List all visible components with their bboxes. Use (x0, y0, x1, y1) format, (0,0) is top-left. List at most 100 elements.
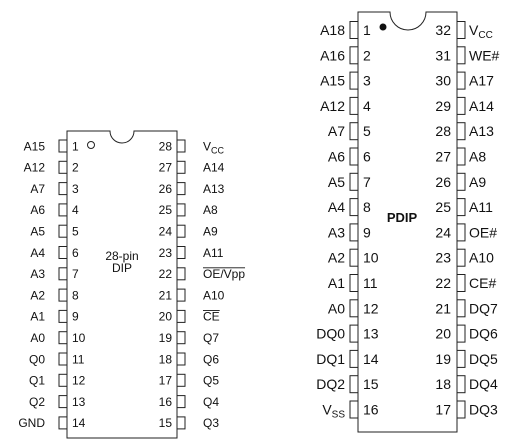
chip-32-pin-24-pad (456, 223, 466, 242)
chip-32-pin-18-pad (456, 375, 466, 394)
chip-28-pin-18-number: 18 (159, 352, 173, 366)
chip-32-pin-25-number: 25 (435, 199, 451, 215)
chip-32-pin-31-number: 31 (435, 47, 451, 63)
chip-32-pin-5-pad (349, 122, 359, 141)
chip-32-pin-14-number: 14 (363, 351, 379, 367)
chip-32-pin-19-number: 19 (435, 351, 451, 367)
chip-28-pin-28-label-vcc: VCC (203, 139, 225, 155)
chip-28-pin-5-number: 5 (72, 225, 79, 239)
chip-32-pin-28-number: 28 (435, 123, 451, 139)
chip-28-pin-10-number: 10 (72, 331, 86, 345)
chip-28-pin-21-label-a10: A10 (203, 288, 225, 302)
chip-32-pin-15-pad (349, 375, 359, 394)
chip-32-pin-10-pad (349, 248, 359, 267)
chip-32-pin-27-number: 27 (435, 149, 451, 165)
chip-32-pin-27-label-a8: A8 (469, 149, 486, 165)
chip-32-pin-20-pad (456, 324, 466, 343)
chip-28-pin-22-pad (176, 267, 186, 281)
chip-28-pin-2-label-a12: A12 (24, 161, 46, 175)
chip-32-pin-20-number: 20 (435, 326, 451, 342)
chip-28-pin-21-pad (176, 288, 186, 302)
chip-28-pin-24-pad (176, 224, 186, 238)
chip-32-pin-31-pad (456, 46, 466, 65)
chip-32-pin-17-number: 17 (435, 402, 451, 418)
chip-32-pin-9-pad (349, 223, 359, 242)
chip-32-pin-5-label-a7: A7 (328, 123, 345, 139)
chip-32-pin-32-pad (456, 21, 466, 39)
chip-28-body (66, 130, 178, 439)
chip-32-pin-7-number: 7 (363, 174, 371, 190)
chip-28-pin-15-number: 15 (159, 416, 173, 430)
chip-32-pin-22-number: 22 (435, 275, 451, 291)
chip-32-label: PDIP (387, 210, 418, 225)
chip-32-pin-1-pad (349, 21, 359, 39)
chip-32-pin-13-pad (349, 324, 359, 343)
chip-32-pin-16-pad (349, 400, 359, 419)
chip-28-pin-dip: 28-pin DIP 1A152A123A74A65A56A47A38A29A1… (18, 130, 246, 439)
chip-32-pin-14-label-dq1: DQ1 (316, 351, 345, 367)
chip-28-pin-7-pad (58, 267, 68, 281)
chip-28-pin-22-number: 22 (159, 267, 173, 281)
chip-28-pin-3-label-a7: A7 (30, 182, 45, 196)
chip-32-pin-3-number: 3 (363, 73, 371, 89)
chip-28-pin-27-number: 27 (159, 161, 173, 175)
chip-28-pin-23-pad (176, 246, 186, 259)
chip-32-pin-25-label-a11: A11 (469, 199, 493, 215)
chip-32-pin-24-number: 24 (435, 224, 451, 240)
chip-32-body (357, 11, 458, 433)
chip-32-pin-4-label-a12: A12 (320, 98, 345, 114)
chip-28-pin-23-number: 23 (159, 246, 173, 260)
chip-28-pin-8-pad (58, 288, 68, 302)
chip-32-pin-26-number: 26 (435, 174, 451, 190)
chip-28-pin-1-pad (58, 139, 68, 153)
chip-32-pin-6-label-a6: A6 (328, 149, 345, 165)
chip-32-pin-29-label-a14: A14 (469, 98, 494, 114)
chip-32-pin-5-number: 5 (363, 123, 371, 139)
chip-32-pin-2-number: 2 (363, 47, 371, 63)
chip-28-pin-16-number: 16 (159, 395, 173, 409)
chip-32-pin-13-label-dq0: DQ0 (316, 326, 345, 342)
chip-32-left-pins: 1A182A163A154A125A76A67A58A49A310A211A11… (316, 21, 379, 421)
chip-28-pin-4-number: 4 (72, 203, 79, 217)
chip-32-pin-21-label-dq7: DQ7 (469, 300, 498, 316)
chip-32-pin-19-label-dq5: DQ5 (469, 351, 498, 367)
chip-32-pin-16-number: 16 (363, 402, 379, 418)
chip-32-pin-12-pad (349, 299, 359, 318)
chip-28-pin-6-pad (58, 246, 68, 259)
chip-28-pin-24-label-a9: A9 (203, 225, 218, 239)
chip-28-pin-5-label-a5: A5 (30, 225, 45, 239)
chip-28-pin-19-pad (176, 331, 186, 345)
chip-28-pin-27-pad (176, 160, 186, 174)
chip-28-pin-14-number: 14 (72, 416, 86, 430)
chip-32-pin-2-label-a16: A16 (320, 47, 345, 63)
chip-28-pin-27-label-a14: A14 (203, 161, 225, 175)
chip-28-pin-4-pad (58, 203, 68, 217)
chip-32-pin-32-label-vcc: VCC (469, 22, 493, 41)
chip-32-pin-32-number: 32 (435, 22, 451, 38)
chip-28-pin-20-number: 20 (159, 310, 173, 324)
chip-28-pin-1-number: 1 (72, 139, 79, 153)
chip-32-pin-1-label-a18: A18 (320, 22, 345, 38)
chip-28-pin-13-number: 13 (72, 395, 86, 409)
chip-28-pin-12-number: 12 (72, 374, 86, 388)
chip-32-pin-8-label-a4: A4 (328, 199, 345, 215)
chip-32-pin-14-pad (349, 349, 359, 368)
chip-28-pin-19-label-q7: Q7 (203, 331, 219, 345)
chip-32-pin-26-pad (456, 172, 466, 191)
chip-32-pin-9-label-a3: A3 (328, 224, 345, 240)
chip-32-pin-20-label-dq6: DQ6 (469, 326, 498, 342)
chip-28-pin-11-label-q0: Q0 (29, 352, 45, 366)
chip-32-pin-15-number: 15 (363, 376, 379, 392)
chip-32-pin-13-number: 13 (363, 326, 379, 342)
chip-28-pin-17-label-q5: Q5 (203, 374, 219, 388)
chip-32-pin-3-pad (349, 71, 359, 90)
chip-32-pin-30-number: 30 (435, 73, 451, 89)
chip-28-pin-9-pad (58, 309, 68, 323)
chip-28-pin-13-pad (58, 395, 68, 409)
chip-32-pin-12-number: 12 (363, 300, 379, 316)
chip-28-pin-16-pad (176, 395, 186, 409)
chip-28-pin-21-number: 21 (159, 288, 173, 302)
